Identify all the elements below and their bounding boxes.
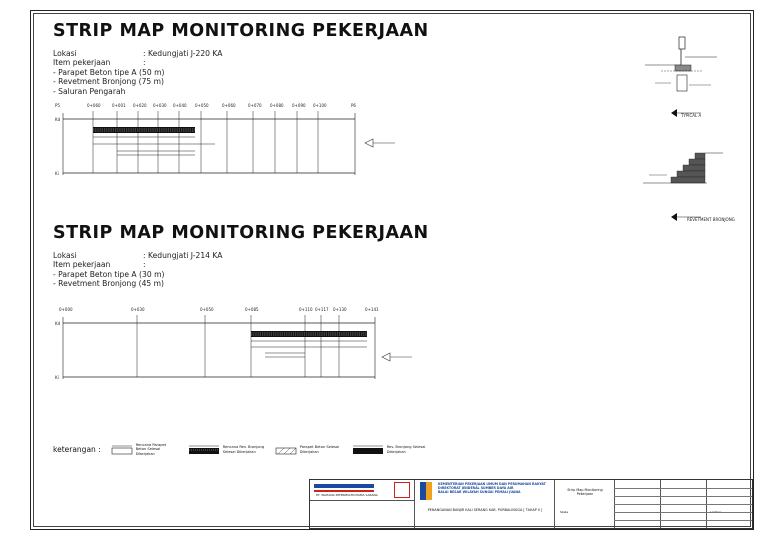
station-label: 0+060 xyxy=(222,103,236,108)
item-colon: : xyxy=(143,58,146,68)
legend-text: Parapet Beton Selesai Dikerjakan xyxy=(299,445,340,454)
station-label: 0+090 xyxy=(292,103,306,108)
station-label: 0+100 xyxy=(313,103,327,108)
item-line: - Parapet Beton tipe A (30 m) xyxy=(53,269,165,279)
station-label: 0+117 xyxy=(315,307,329,312)
strip1-kd: Kd xyxy=(55,117,61,122)
strip1-ki: Ki xyxy=(55,171,59,176)
strip2-title: STRIP MAP MONITORING PEKERJAAN xyxy=(53,223,429,243)
strip2-kd: Kd xyxy=(55,321,61,326)
legend-label: keterangan : xyxy=(53,445,101,455)
station-label: 0+141 xyxy=(365,307,379,312)
revetment-detail: REVETMENT BRONJONG xyxy=(637,147,737,231)
strip2-info: Lokasi : Kedungjati J-214 KA Item pekerja… xyxy=(53,251,222,289)
drawing-border xyxy=(33,13,751,527)
legend-swatch-bronjong-done xyxy=(352,445,383,454)
bronjong-done-bar xyxy=(251,331,367,337)
consultant-logo-area: PT. WAHANA INTERMULTIDHAMA SARANA xyxy=(314,482,410,500)
item-line: - Revetment Bronjong (75 m) xyxy=(53,77,165,87)
item-label: Item pekerjaan xyxy=(53,260,111,270)
legend-item: Rencana Parapet Beton Selesai Dikerjakan xyxy=(111,443,178,456)
strip1-stations: P5 0+060 0+001 0+020 0+030 0+040 0+050 0… xyxy=(55,103,356,108)
ministry-logo xyxy=(420,482,434,500)
strip2-stations: 0+000 0+030 0+050 0+085 0+110 0+117 0+13… xyxy=(59,307,379,312)
legend-text: Rencana Parapet Beton Selesai Dikerjakan xyxy=(135,443,167,456)
strip1-map: P5 0+060 0+001 0+020 0+030 0+040 0+050 0… xyxy=(55,103,415,183)
station-label: 0+085 xyxy=(245,307,259,312)
station-label: 0+000 xyxy=(59,307,73,312)
drawing-sheet: STRIP MAP MONITORING PEKERJAAN Lokasi: K… xyxy=(30,10,754,530)
consultant-logo-icon xyxy=(394,482,410,498)
station-label: 0+030 xyxy=(153,103,167,108)
strip2-svg: 0+000 0+030 0+050 0+085 0+110 0+117 0+13… xyxy=(55,307,412,380)
owner-line: DIREKTORAT JENDERAL SUMBER DAYA AIR xyxy=(438,486,514,490)
item-line: - Revetment Bronjong (45 m) xyxy=(53,279,165,289)
item-line: - Saluran Pengarah xyxy=(53,86,126,96)
legend-text: Rencana Rev. Bronjong Selesai Dikerjakan xyxy=(222,445,265,454)
station-label: 0+080 xyxy=(270,103,284,108)
lokasi-value: : Kedungjati J-214 KA xyxy=(143,251,223,260)
legend: keterangan : Rencana Parapet Beton Seles… xyxy=(53,443,439,456)
legend-item: Rev. Bronjong Selesai Dikerjakan xyxy=(352,445,429,455)
strip1-info: Lokasi : Kedungjati J-220 KA Item pekerja… xyxy=(53,49,222,96)
strip1-svg: P5 0+060 0+001 0+020 0+030 0+040 0+050 0… xyxy=(55,103,395,176)
station-label: 0+070 xyxy=(248,103,262,108)
revetment-drawing: REVETMENT BRONJONG xyxy=(643,152,735,222)
item-label: Item pekerjaan xyxy=(53,58,111,68)
item-line: - Parapet Beton tipe A (50 m) xyxy=(53,67,165,77)
typical-a-label: TYPICAL A xyxy=(680,113,702,118)
legend-item: Parapet Beton Selesai Dikerjakan xyxy=(275,445,342,455)
project-name: PENANGANAN BANJIR KALI SERANG KAB. PURBA… xyxy=(427,508,543,512)
station-label: 0+020 xyxy=(133,103,147,108)
legend-text: Rev. Bronjong Selesai Dikerjakan xyxy=(386,445,426,454)
station-label: 0+060 xyxy=(87,103,101,108)
station-label: 0+050 xyxy=(200,307,214,312)
station-label: 0+050 xyxy=(195,103,209,108)
owner-line: BALAI BESAR WILAYAH SUNGAI PEMALI JUANA xyxy=(438,490,521,494)
station-label: 0+030 xyxy=(131,307,145,312)
legend-swatch-parapet-done xyxy=(275,447,297,454)
scale-label: Skala xyxy=(560,510,569,514)
station-label: 0+001 xyxy=(112,103,126,108)
bronjong-done-bar xyxy=(93,127,195,133)
owner-line: KEMENTERIAN PEKERJAAN UMUM DAN PERUMAHAN… xyxy=(438,482,546,486)
legend-swatch-parapet-plan xyxy=(111,445,133,454)
strip2-ki: Ki xyxy=(55,375,59,380)
item-colon: : xyxy=(143,260,146,270)
title-block: PT. WAHANA INTERMULTIDHAMA SARANA KEMENT… xyxy=(309,479,753,529)
legend-item: Rencana Rev. Bronjong Selesai Dikerjakan xyxy=(188,445,265,455)
revetment-label: REVETMENT BRONJONG xyxy=(687,217,735,222)
station-label: P6 xyxy=(351,103,356,108)
strip1-title: STRIP MAP MONITORING PEKERJAAN xyxy=(53,21,429,41)
typical-a-drawing: TYPICAL A xyxy=(645,36,717,118)
typical-a-detail: TYPICAL A xyxy=(641,27,721,141)
station-label: 0+110 xyxy=(299,307,313,312)
legend-swatch-bronjong-plan xyxy=(188,445,219,454)
consultant-name: PT. WAHANA INTERMULTIDHAMA SARANA xyxy=(316,493,378,497)
drawing-title: Strip Map Monitoring Pekerjaan xyxy=(567,488,603,496)
lokasi-label: Lokasi xyxy=(53,251,77,260)
lokasi-label: Lokasi xyxy=(53,49,77,58)
station-label: 0+040 xyxy=(173,103,187,108)
owner-header: KEMENTERIAN PEKERJAAN UMUM DAN PERUMAHAN… xyxy=(438,482,548,494)
lokasi-value: : Kedungjati J-220 KA xyxy=(143,49,223,58)
strip2-map: 0+000 0+030 0+050 0+085 0+110 0+117 0+13… xyxy=(55,307,435,387)
station-label: P5 xyxy=(55,103,60,108)
station-label: 0+130 xyxy=(333,307,347,312)
